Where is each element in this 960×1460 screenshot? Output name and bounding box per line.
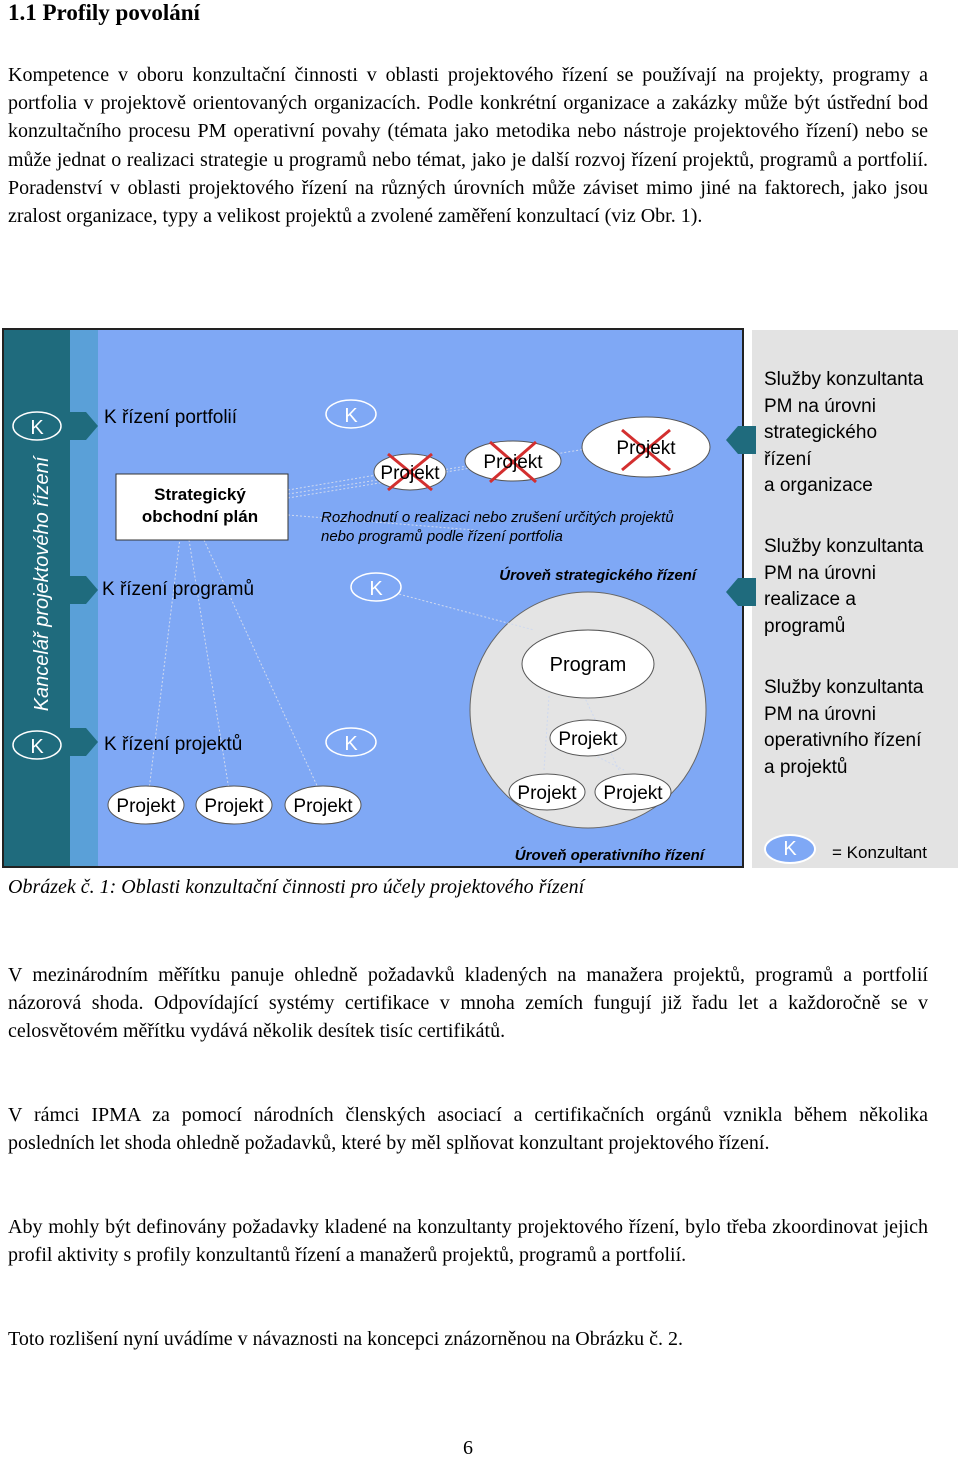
- strategic-plan-box: [115, 473, 289, 541]
- figure-diagram: Kancelář projektového řízení K K K K K K…: [4, 330, 711, 866]
- project-in-program-3-label: Projekt: [603, 783, 663, 804]
- arrow-tab-project: [70, 728, 98, 756]
- strategic-level-label: Úroveň strategického řízení: [499, 566, 698, 584]
- project-in-program-1: [549, 719, 627, 757]
- service-program-line: PM na úrovni: [764, 562, 876, 584]
- project-crossed-3-label: Projekt: [616, 438, 676, 459]
- service-arrow-program: [726, 578, 756, 606]
- service-strategic: Služby konzultanta PM na úrovni strategi…: [764, 367, 956, 500]
- project-crossed-1-label: Projekt: [380, 463, 440, 484]
- strategic-plan-line1: Strategický: [154, 485, 246, 504]
- k-label-project: K: [344, 733, 358, 755]
- services-panel: [752, 330, 958, 868]
- portfolio-label: K řízení portfolií: [104, 407, 238, 428]
- program-label: K řízení programů: [102, 579, 254, 600]
- page-number: 6: [463, 1437, 473, 1459]
- service-program: Služby konzultanta PM na úrovni realizac…: [764, 534, 956, 640]
- project-bottom-1: [107, 785, 185, 825]
- service-operative-line: a projektů: [764, 756, 848, 778]
- k-circle-portfolio: [325, 399, 377, 429]
- project-label: K řízení projektů: [104, 734, 242, 755]
- arrow-tab-program: [70, 576, 98, 604]
- section-heading: 1.1 Profily povolání: [8, 0, 200, 25]
- service-operative-line: operativního řízení: [764, 730, 922, 751]
- service-strategic-line: a organizace: [764, 475, 873, 496]
- k-label-program: K: [369, 578, 383, 600]
- legend-k-circle: K: [764, 834, 816, 864]
- project-in-program-1-label: Projekt: [558, 729, 618, 750]
- k-label-portfolio: K: [344, 405, 358, 427]
- project-in-program-3: [594, 773, 672, 811]
- legend-text: = Konzultant: [832, 843, 927, 862]
- service-program-line: realizace a: [764, 589, 856, 610]
- figure-caption: Obrázek č. 1: Oblasti konzultační činnos…: [8, 876, 585, 898]
- project-bottom-3: [284, 785, 362, 825]
- decision-line2: nebo programů podle řízení portfolia: [321, 528, 563, 545]
- k-circle-sidebar-bottom: [12, 730, 62, 760]
- service-program-line: programů: [764, 615, 846, 637]
- service-arrow-strategic: [726, 426, 756, 454]
- k-circle-sidebar-top: [12, 411, 62, 441]
- services-arrow-tabs: [726, 426, 756, 606]
- service-strategic-line: PM na úrovni: [764, 395, 876, 417]
- service-strategic-line: Služby konzultanta: [764, 369, 924, 390]
- decision-line1: Rozhodnutí o realizaci nebo zrušení urči…: [321, 509, 674, 526]
- project-bottom-2-label: Projekt: [204, 796, 264, 817]
- k-label-sidebar-top: K: [30, 417, 44, 439]
- paragraph-distinction: Toto rozlišení nyní uvádíme v návaznosti…: [8, 1328, 684, 1350]
- paragraph-international: V mezinárodním měřítku panuje ohledně po…: [8, 964, 928, 1043]
- paragraph-intro: Kompetence v oboru konzultační činnosti …: [8, 64, 928, 228]
- figure-consulting-areas: Kancelář projektového řízení K K K K K K…: [2, 328, 744, 868]
- project-in-program-2: [508, 773, 586, 811]
- program-label-in-circle: Program: [550, 654, 627, 676]
- project-bottom-2: [195, 785, 273, 825]
- program-ellipse: [521, 629, 655, 699]
- project-crossed-2-label: Projekt: [483, 452, 543, 473]
- cross-marks: [387, 428, 671, 492]
- paragraph-ipma: V rámci IPMA za pomocí národních členský…: [8, 1104, 928, 1155]
- service-strategic-line: řízení: [764, 448, 812, 470]
- strategic-plan-line2: obchodní plán: [142, 507, 258, 526]
- project-bottom-1-label: Projekt: [116, 796, 176, 817]
- service-operative-line: Služby konzultanta: [764, 677, 924, 698]
- k-circle-program: [350, 572, 402, 602]
- sidebar-vertical-label: Kancelář projektového řízení: [31, 454, 53, 711]
- arrow-tab-portfolio: [70, 412, 98, 440]
- service-strategic-line: strategického: [764, 422, 878, 443]
- project-in-program-2-label: Projekt: [517, 783, 577, 804]
- service-operative-line: PM na úrovni: [764, 703, 876, 725]
- project-bottom-3-label: Projekt: [293, 796, 353, 817]
- service-operative: Služby konzultanta PM na úrovni operativ…: [764, 675, 956, 781]
- project-crossed-3: [581, 416, 711, 478]
- k-circle-project: [325, 727, 377, 757]
- k-label-sidebar-bottom: K: [30, 736, 44, 758]
- service-program-line: Služby konzultanta: [764, 536, 924, 557]
- operative-level-label: Úroveň operativního řízení: [515, 846, 706, 864]
- paragraph-requirements: Aby mohly být definovány požadavky klade…: [8, 1216, 928, 1267]
